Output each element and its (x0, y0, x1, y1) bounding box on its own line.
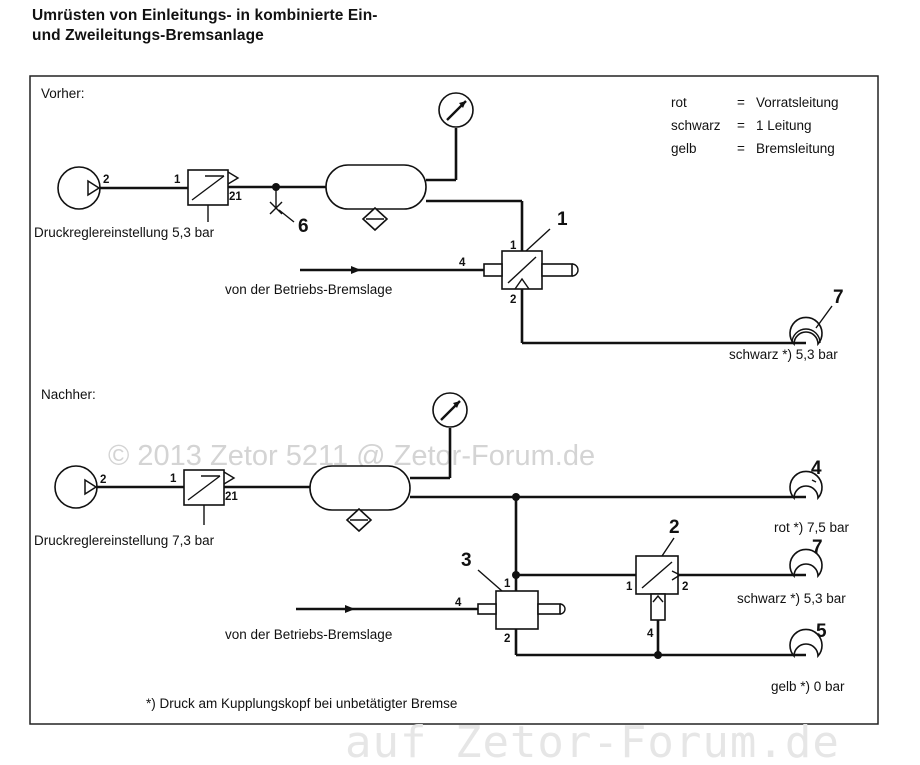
number-coupling-7: 7 (812, 537, 823, 558)
port-label: 4 (647, 628, 654, 640)
coupling-label-rot: rot *) 7,5 bar (774, 520, 850, 535)
port-label: 4 (455, 597, 462, 609)
pressure-regulator-icon (187, 169, 240, 206)
port-label: 2 (504, 633, 510, 645)
diagram-title: Umrüsten von Einleitungs- in kombinierte… (32, 6, 378, 46)
legend-value-schwarz: 1 Leitung (756, 118, 812, 133)
legend-eq-rot: = (737, 95, 745, 110)
port-label: 2 (682, 581, 688, 593)
pressure-gauge-icon (438, 92, 474, 128)
port-label: 2 (103, 174, 109, 186)
port-label: 4 (459, 257, 466, 269)
legend-eq-schwarz: = (737, 118, 745, 133)
port-label: 1 (170, 473, 177, 485)
vorher-heading: Vorher: (41, 86, 85, 101)
brake-valve-3-icon (477, 590, 566, 630)
air-tank-icon (309, 465, 411, 533)
from-service-brake-after: von der Betriebs-Bremslage (225, 627, 392, 642)
port-label: 21 (225, 491, 238, 503)
air-tank-icon (325, 164, 427, 232)
diagram-frame (29, 75, 879, 725)
coupling-label-schwarz: schwarz *) 5,3 bar (737, 591, 846, 606)
coupling-label-gelb: gelb *) 0 bar (771, 679, 845, 694)
coupling-head-icon (789, 316, 823, 347)
drain-valve-icon (269, 201, 283, 215)
number-coupling-5: 5 (816, 621, 827, 642)
compressor-icon (57, 166, 101, 210)
legend: rot = Vorratsleitung schwarz = 1 Leitung… (671, 95, 839, 156)
legend-eq-gelb: = (737, 141, 745, 156)
legend-value-gelb: Bremsleitung (756, 141, 835, 156)
port-label: 1 (510, 240, 517, 252)
port-label: 1 (174, 174, 181, 186)
from-service-brake-before: von der Betriebs-Bremslage (225, 282, 392, 297)
legend-key-schwarz: schwarz (671, 118, 721, 133)
legend-key-gelb: gelb (671, 141, 697, 156)
relay-valve-2-icon (635, 555, 682, 621)
port-label: 1 (504, 578, 511, 590)
port-label: 1 (626, 581, 633, 593)
title-line-2: und Zweileitungs-Bremsanlage (32, 27, 264, 44)
number-valve-3: 3 (461, 550, 472, 571)
coupling-head-icon (789, 470, 823, 501)
port-label: 2 (100, 474, 106, 486)
compressor-icon (54, 465, 98, 509)
regulator-setting-after: Druckreglereinstellung 7,3 bar (34, 533, 215, 548)
legend-key-rot: rot (671, 95, 687, 110)
watermark-forum: auf Zetor-Forum.de (345, 717, 840, 765)
legend-value-rot: Vorratsleitung (756, 95, 839, 110)
pressure-gauge-icon (432, 392, 468, 428)
regulator-setting-before: Druckreglereinstellung 5,3 bar (34, 225, 215, 240)
coupling-label-before: schwarz *) 5,3 bar (729, 347, 838, 362)
number-valve-2: 2 (669, 517, 680, 538)
number-coupling-4: 4 (811, 458, 822, 479)
nachher-heading: Nachher: (41, 387, 96, 402)
number-drain: 6 (298, 216, 309, 237)
number-coupling-7: 7 (833, 287, 844, 308)
brake-valve-icon (483, 250, 579, 290)
footnote: *) Druck am Kupplungskopf bei unbetätigt… (146, 696, 457, 711)
port-label: 21 (229, 191, 242, 203)
coupling-head-icon (789, 628, 823, 659)
coupling-head-icon (789, 548, 823, 579)
port-label: 2 (510, 294, 516, 306)
title-line-1: Umrüsten von Einleitungs- in kombinierte… (32, 7, 378, 24)
number-valve-1: 1 (557, 209, 568, 230)
